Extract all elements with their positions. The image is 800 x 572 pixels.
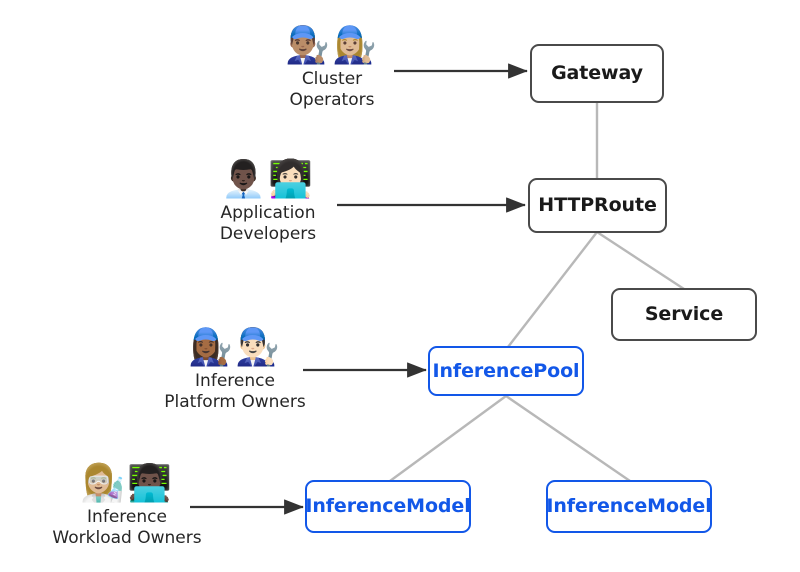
persona-cluster-operators: 👨🏽‍🔧👩🏼‍🔧 Cluster Operators bbox=[272, 28, 392, 112]
application-developers-label: Application Developers bbox=[220, 203, 316, 246]
node-httproute-label: HTTPRoute bbox=[538, 194, 657, 217]
edge-httproute-inferencepool bbox=[507, 231, 598, 348]
edge-inferencepool-inferencemodel-left bbox=[389, 395, 507, 482]
edge-httproute-service bbox=[596, 230, 685, 291]
inference-workload-owners-emoji-pair: 👩🏼‍🔬👨🏿‍💻 bbox=[80, 463, 174, 504]
persona-application-developers: 👨🏿‍💼👩🏻‍💻 Application Developers bbox=[208, 162, 328, 246]
node-inferencemodel-right-label: InferenceModel bbox=[546, 495, 712, 518]
inference-workload-owners-label: Inference Workload Owners bbox=[52, 507, 201, 550]
application-developers-label-line2: Developers bbox=[219, 224, 317, 245]
persona-inference-platform-owners: 👩🏾‍🔧👨🏻‍🔧 Inference Platform Owners bbox=[161, 330, 309, 414]
node-service[interactable]: Service bbox=[611, 288, 757, 341]
node-inferencepool[interactable]: InferencePool bbox=[428, 346, 584, 396]
cluster-operators-label: Cluster Operators bbox=[290, 69, 375, 112]
node-gateway[interactable]: Gateway bbox=[530, 44, 664, 103]
application-developers-label-line1: Application bbox=[220, 203, 316, 223]
application-developers-emoji-pair: 👨🏿‍💼👩🏻‍💻 bbox=[221, 159, 315, 200]
edge-inferencepool-inferencemodel-right bbox=[505, 395, 631, 482]
persona-inference-workload-owners: 👩🏼‍🔬👨🏿‍💻 Inference Workload Owners bbox=[51, 466, 203, 550]
cluster-operators-emoji-pair: 👨🏽‍🔧👩🏼‍🔧 bbox=[285, 25, 379, 66]
cluster-operators-label-line1: Cluster bbox=[301, 69, 363, 89]
inference-platform-owners-emoji-pair: 👩🏾‍🔧👨🏻‍🔧 bbox=[188, 327, 282, 368]
inference-platform-owners-label-line1: Inference bbox=[195, 371, 275, 391]
node-inferencepool-label: InferencePool bbox=[432, 359, 580, 382]
node-inferencemodel-left-label: InferenceModel bbox=[305, 495, 471, 518]
node-gateway-label: Gateway bbox=[551, 62, 643, 85]
node-service-label: Service bbox=[644, 303, 724, 326]
inference-platform-owners-label: Inference Platform Owners bbox=[164, 371, 305, 414]
inference-workload-owners-label-line1: Inference bbox=[87, 507, 167, 527]
node-inferencemodel-right[interactable]: InferenceModel bbox=[546, 480, 712, 533]
inference-workload-owners-label-line2: Workload Owners bbox=[52, 528, 202, 549]
node-inferencemodel-left[interactable]: InferenceModel bbox=[305, 480, 471, 533]
inference-platform-owners-label-line2: Platform Owners bbox=[164, 392, 306, 413]
cluster-operators-label-line2: Operators bbox=[289, 90, 375, 111]
node-httproute[interactable]: HTTPRoute bbox=[528, 178, 667, 233]
